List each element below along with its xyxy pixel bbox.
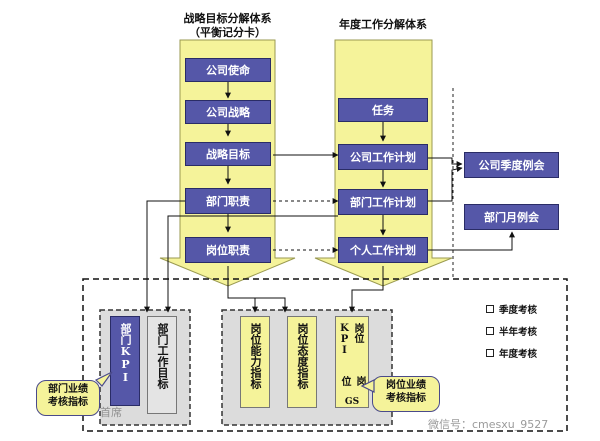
personal-work-plan-box: 个人工作计划 (338, 237, 428, 263)
company-mission-box: 公司使命 (185, 58, 271, 82)
checkbox-icon (486, 327, 494, 335)
legend-quarterly: 季度考核 (486, 302, 537, 316)
department-performance-callout: 部门业绩 考核指标 (36, 380, 100, 416)
evaluation-frame (82, 278, 568, 432)
task-box: 任务 (338, 98, 428, 122)
department-kpi-label: 部门KPI (119, 323, 132, 384)
position-attitude-label: 岗位态度指标 (296, 323, 309, 389)
annual-system-title: 年度工作分解体系 (318, 18, 448, 32)
department-monthly-meeting-box: 部门月例会 (464, 204, 559, 230)
watermark-left: 首席 (100, 406, 122, 419)
company-quarterly-meeting-box: 公司季度例会 (464, 152, 559, 178)
department-kpi-box: 部门KPI (110, 316, 140, 406)
legend-annual: 年度考核 (486, 346, 537, 360)
strategy-title-line1: 战略目标分解体系 (183, 12, 272, 25)
position-kpi-box: 岗位KPI 岗位 GS (335, 316, 369, 408)
strategy-system-title: 战略目标分解体系 （平衡记分卡） (160, 12, 295, 40)
checkbox-icon (486, 305, 494, 313)
position-attitude-box: 岗位态度指标 (287, 316, 317, 408)
position-performance-callout: 岗位业绩 考核指标 (372, 376, 440, 412)
position-gs-label: GS (344, 397, 360, 407)
watermark-right: 微信号：cmesxu_9527 (428, 418, 549, 431)
position-ability-box: 岗位能力指标 (240, 316, 270, 408)
department-work-plan-box: 部门工作计划 (338, 189, 428, 215)
annual-title: 年度工作分解体系 (339, 18, 427, 31)
department-goal-box: 部门工作目标 (147, 316, 177, 414)
position-kpi-label: 岗位KPI (339, 323, 363, 356)
legend-half-year: 半年考核 (486, 324, 537, 338)
company-work-plan-box: 公司工作计划 (338, 144, 428, 170)
strategy-title-line2: （平衡记分卡） (189, 26, 266, 39)
checkbox-icon (486, 349, 494, 357)
position-duties-box: 岗位职责 (185, 237, 271, 263)
department-callout-pointer (94, 371, 113, 387)
position-ability-label: 岗位能力指标 (249, 323, 262, 389)
department-duties-box: 部门职责 (185, 188, 271, 214)
position-kpi-sub-label: 岗位 (339, 376, 365, 387)
position-callout-pointer (360, 379, 375, 393)
department-goal-label: 部门工作目标 (156, 323, 169, 389)
strategic-goals-box: 战略目标 (185, 142, 271, 166)
company-strategy-box: 公司战略 (185, 100, 271, 124)
